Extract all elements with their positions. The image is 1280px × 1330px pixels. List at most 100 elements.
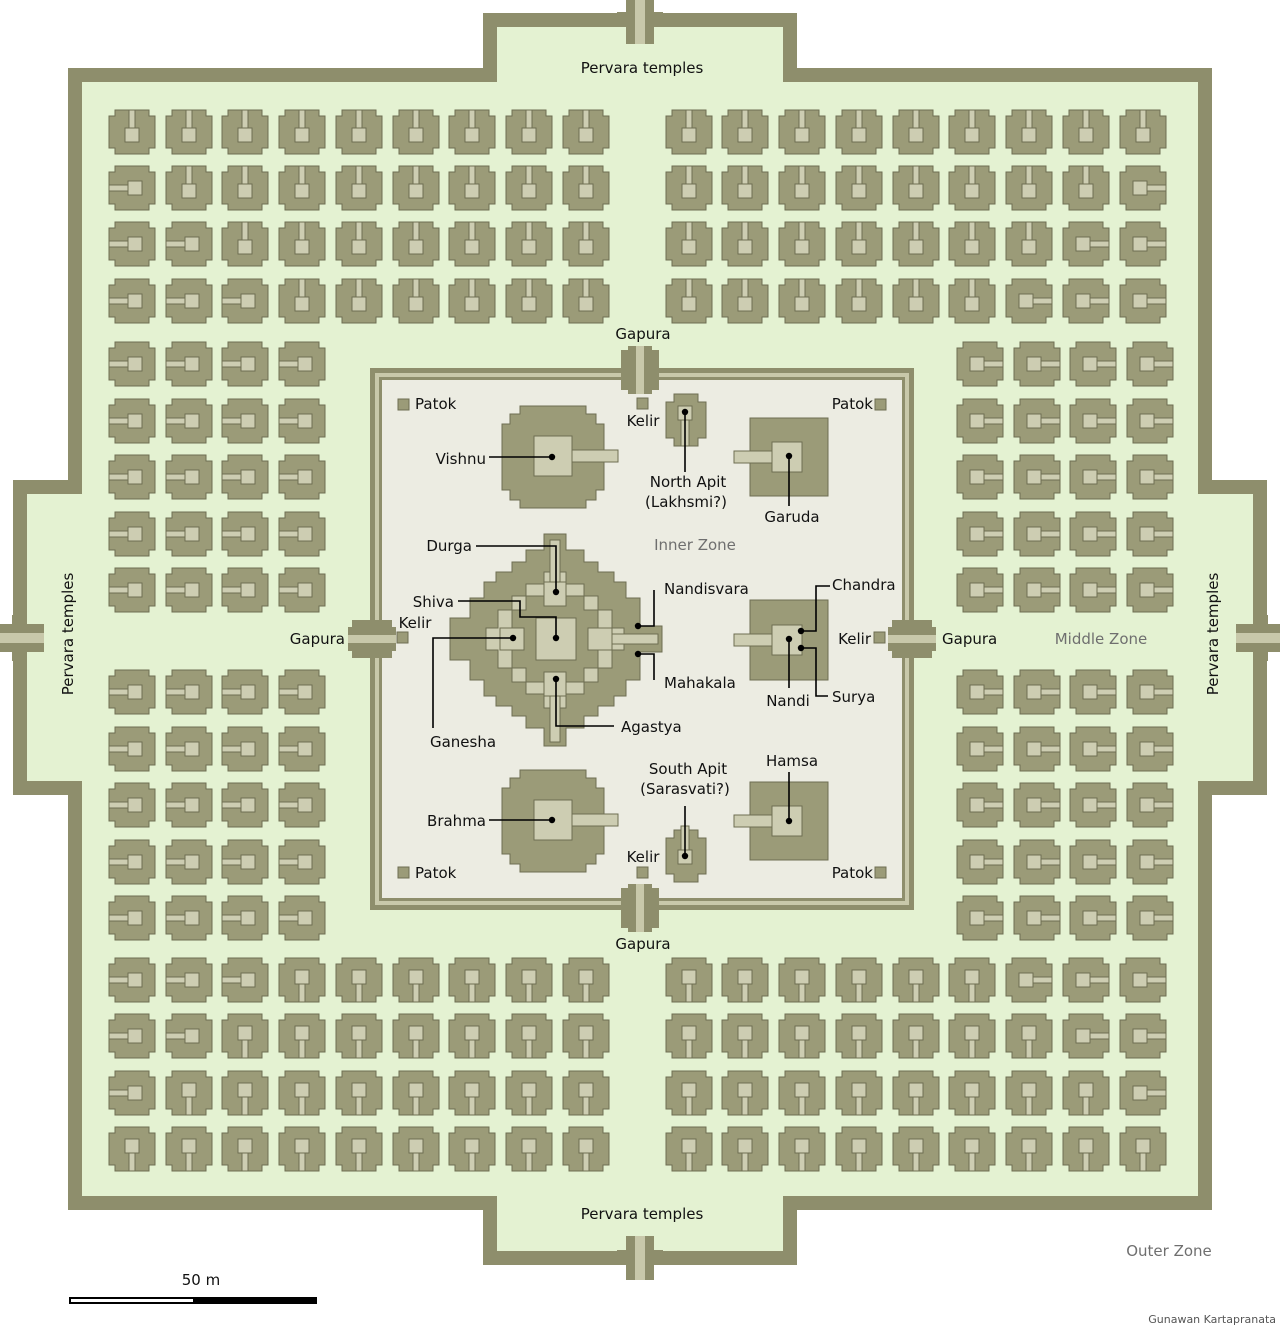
perwara-temple (1005, 1013, 1053, 1059)
perwara-temple (1062, 1070, 1110, 1116)
perwara-temple (1005, 109, 1053, 155)
perwara-temple (505, 278, 553, 324)
label-chandra: Chandra (832, 576, 896, 594)
label-vishnu: Vishnu (436, 450, 486, 468)
perwara-temple (835, 165, 883, 211)
label-garuda: Garuda (764, 508, 819, 526)
scale-bar (69, 1297, 317, 1304)
perwara-temple (562, 109, 610, 155)
label-north-apit-line1: North Apit (650, 473, 727, 491)
perwara-temple (392, 1126, 440, 1172)
perwara-temple (278, 165, 326, 211)
label-shiva: Shiva (413, 593, 454, 611)
perwara-temple (221, 165, 269, 211)
label-nandi: Nandi (766, 692, 810, 710)
perwara-temple (1005, 278, 1053, 324)
outer-gate-west (0, 615, 44, 661)
perwara-temple (1069, 669, 1117, 715)
perwara-temple (108, 895, 156, 941)
perwara-temple (335, 221, 383, 267)
perwara-temple (665, 1013, 713, 1059)
perwara-temple (1062, 109, 1110, 155)
perwara-temple (278, 454, 326, 500)
perwara-temple (1005, 1126, 1053, 1172)
label-brahma: Brahma (427, 812, 486, 830)
perwara-temple (892, 1126, 940, 1172)
perwara-temple (778, 1013, 826, 1059)
perwara-temple (278, 895, 326, 941)
perwara-temple (835, 1126, 883, 1172)
label-patok-se: Patok (832, 864, 874, 882)
leader-lines (432, 412, 830, 856)
perwara-temple (108, 454, 156, 500)
label-pervara-top: Pervara temples (581, 59, 704, 77)
perwara-temple (165, 221, 213, 267)
perwara-temple (108, 1013, 156, 1059)
perwara-temple (1062, 1013, 1110, 1059)
kelir-north-marker (636, 397, 649, 410)
perwara-temple (505, 1070, 553, 1116)
perwara-temple (278, 567, 326, 613)
perwara-temple (221, 782, 269, 828)
perwara-temple (278, 957, 326, 1003)
perwara-temple (778, 221, 826, 267)
perwara-temple (108, 957, 156, 1003)
perwara-temple (448, 957, 496, 1003)
perwara-temple (392, 165, 440, 211)
perwara-temple (221, 109, 269, 155)
perwara-temple (505, 1013, 553, 1059)
perwara-temple (165, 454, 213, 500)
perwara-temple (108, 726, 156, 772)
perwara-temple (1069, 895, 1117, 941)
perwara-temple (278, 109, 326, 155)
perwara-temple (1126, 782, 1174, 828)
perwara-temple (505, 221, 553, 267)
perwara-temple (1013, 782, 1061, 828)
perwara-temple (1013, 341, 1061, 387)
perwara-temple (562, 1126, 610, 1172)
perwara-temple (335, 109, 383, 155)
perwara-temple (392, 957, 440, 1003)
perwara-temple (108, 839, 156, 885)
perwara-temple (721, 1070, 769, 1116)
perwara-temple (278, 341, 326, 387)
label-pervara-left: Pervara temples (59, 573, 77, 696)
perwara-temple (948, 1013, 996, 1059)
perwara-temple (108, 669, 156, 715)
perwara-temple (956, 398, 1004, 444)
perwara-temple (392, 278, 440, 324)
label-patok-nw: Patok (415, 395, 457, 413)
perwara-temple (956, 782, 1004, 828)
perwara-temple (956, 341, 1004, 387)
perwara-temples (108, 109, 1174, 1172)
perwara-temple (165, 726, 213, 772)
perwara-temple (1126, 341, 1174, 387)
perwara-temple (165, 669, 213, 715)
leader-dots (509, 408, 805, 860)
outer-gate-south (617, 1236, 663, 1280)
perwara-temple (948, 1070, 996, 1116)
label-kelir-east: Kelir (838, 630, 872, 648)
label-hamsa: Hamsa (766, 752, 818, 770)
perwara-temple (778, 1070, 826, 1116)
perwara-temple (108, 278, 156, 324)
perwara-temple (835, 957, 883, 1003)
perwara-temple (448, 278, 496, 324)
perwara-temple (1069, 341, 1117, 387)
perwara-temple (108, 341, 156, 387)
perwara-temple (1119, 957, 1167, 1003)
perwara-temple (335, 957, 383, 1003)
perwara-temple (665, 957, 713, 1003)
perwara-temple (1062, 957, 1110, 1003)
perwara-temple (1069, 726, 1117, 772)
perwara-temple (562, 1070, 610, 1116)
perwara-temple (956, 839, 1004, 885)
perwara-temple (505, 957, 553, 1003)
perwara-temple (392, 221, 440, 267)
perwara-temple (108, 221, 156, 267)
perwara-temple (335, 1013, 383, 1059)
north-apit-temple (665, 393, 707, 447)
perwara-temple (108, 782, 156, 828)
perwara-temple (956, 454, 1004, 500)
perwara-temple (1119, 221, 1167, 267)
